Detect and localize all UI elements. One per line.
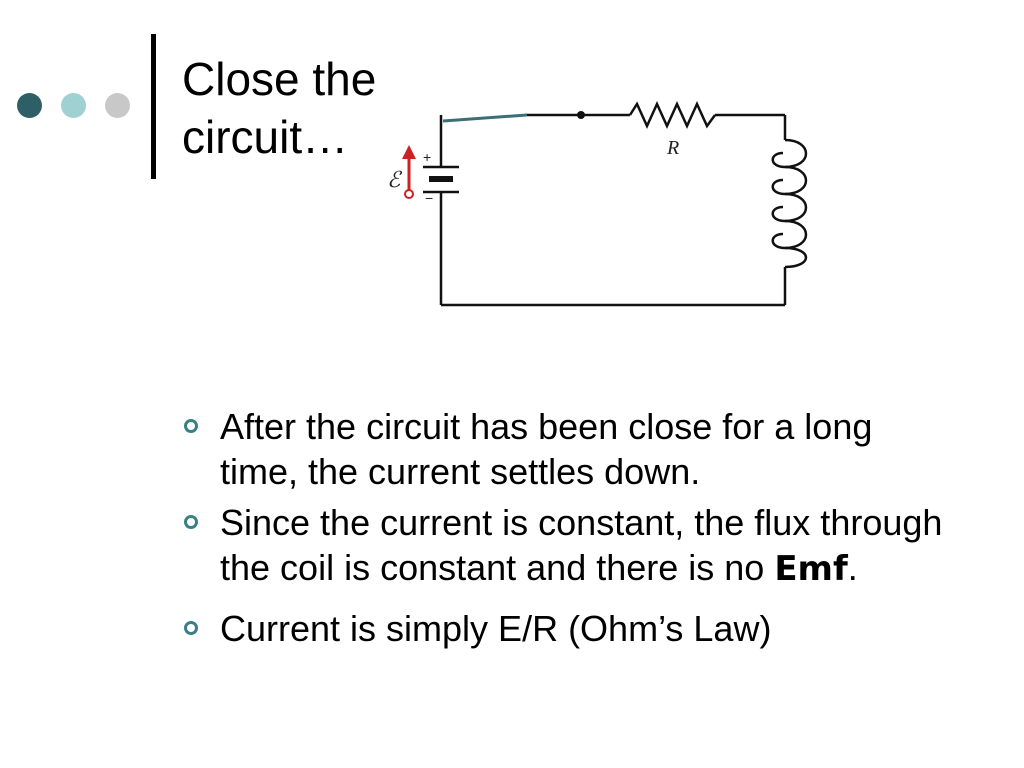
emf-arrow-tail-icon — [404, 189, 414, 199]
bullet-list: After the circuit has been close for a l… — [184, 404, 944, 651]
decorative-dots — [17, 93, 132, 119]
rl-circuit-diagram: R + − ℰ — [385, 95, 815, 310]
bullet-text-2: Since the current is constant, the flux … — [220, 502, 943, 588]
dot-light-icon — [61, 93, 86, 118]
bullet-ring-icon — [184, 419, 198, 433]
dot-grey-icon — [105, 93, 130, 118]
bullet-text-3: Current is simply E/R (Ohm’s Law) — [220, 608, 772, 649]
title-line-1: Close the — [182, 53, 377, 105]
inductor-coil — [771, 138, 808, 269]
bullet-item-1: After the circuit has been close for a l… — [184, 404, 944, 494]
emf-symbol: ℰ — [387, 167, 403, 192]
resistor-label: R — [666, 137, 679, 159]
emf-arrow-head-icon — [402, 145, 416, 159]
bullet-text-2-end: . — [847, 547, 858, 588]
bullet-text-1: After the circuit has been close for a l… — [220, 406, 873, 492]
plus-sign: + — [423, 149, 431, 165]
emf-emphasis: Emf — [774, 549, 848, 589]
bullet-item-2: Since the current is constant, the flux … — [184, 500, 944, 592]
switch-arm — [442, 113, 528, 123]
slide-title: Close the circuit… — [182, 50, 376, 166]
title-line-2: circuit… — [182, 111, 349, 163]
minus-sign: − — [425, 190, 433, 206]
bullet-ring-icon — [184, 515, 198, 529]
dot-dark-icon — [17, 93, 42, 118]
junction-dot — [577, 111, 585, 119]
bullet-item-3: Current is simply E/R (Ohm’s Law) — [184, 606, 944, 651]
title-divider — [151, 34, 156, 179]
resistor-zigzag — [628, 100, 717, 130]
bullet-ring-icon — [184, 621, 198, 635]
